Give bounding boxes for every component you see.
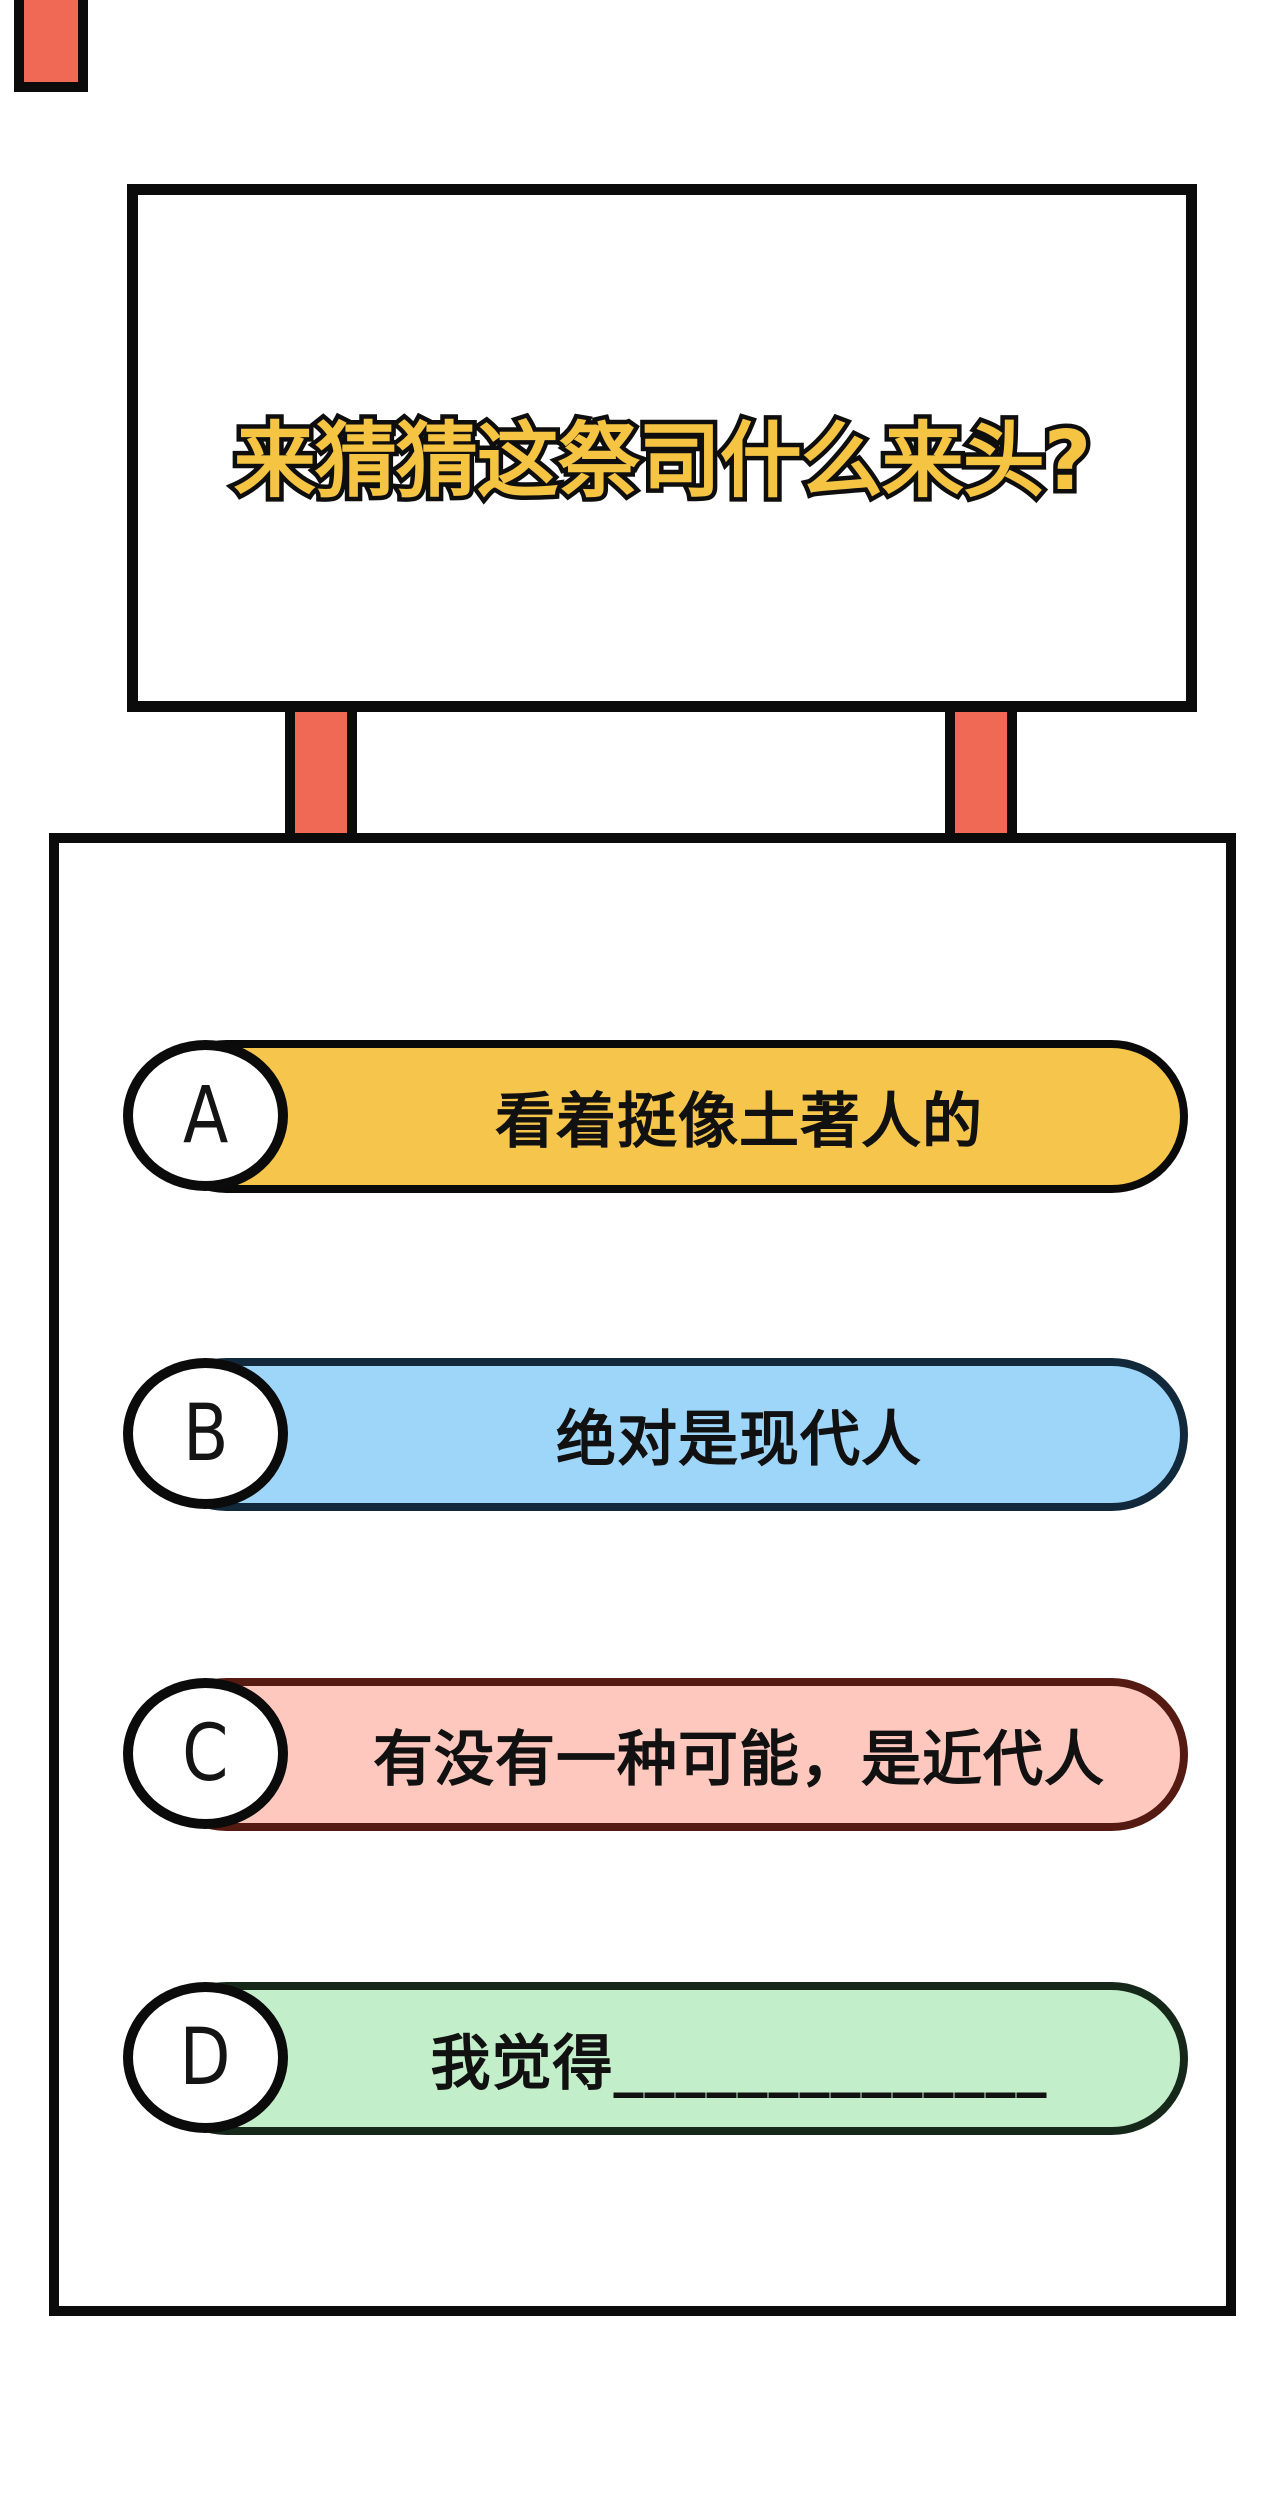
sign-post-left bbox=[285, 706, 357, 838]
option-c-badge: C bbox=[123, 1678, 288, 1829]
option-b-text: 绝对是现代人 bbox=[556, 1405, 922, 1475]
option-c-pill bbox=[150, 1678, 1188, 1831]
question-sign-board: 来猜猜这祭司什么来头? bbox=[127, 184, 1197, 712]
option-a-badge: A bbox=[123, 1040, 288, 1191]
option-a-pill bbox=[150, 1040, 1188, 1193]
option-b-letter: B bbox=[182, 1388, 229, 1479]
option-d-pill bbox=[150, 1982, 1188, 2135]
option-b-badge: B bbox=[123, 1358, 288, 1509]
option-a[interactable]: 看着挺像土著人的 A bbox=[123, 1040, 1188, 1193]
option-a-text: 看着挺像土著人的 bbox=[495, 1087, 983, 1157]
top-left-post-stub bbox=[14, 0, 88, 92]
option-b-pill bbox=[150, 1358, 1188, 1511]
question-title: 来猜猜这祭司什么来头? bbox=[229, 412, 1096, 511]
option-c-letter: C bbox=[182, 1708, 229, 1799]
option-b[interactable]: 绝对是现代人 B bbox=[123, 1358, 1188, 1511]
options-box: 看着挺像土著人的 A 绝对是现代人 B 有没有一种可能，是近代人 C 我觉得__… bbox=[49, 833, 1236, 2316]
sign-post-right bbox=[945, 706, 1017, 838]
option-d-text: 我觉得______________ bbox=[430, 2029, 1048, 2099]
option-d[interactable]: 我觉得______________ D bbox=[123, 1982, 1188, 2135]
option-a-letter: A bbox=[182, 1070, 229, 1161]
option-d-letter: D bbox=[179, 2012, 232, 2103]
option-d-badge: D bbox=[123, 1982, 288, 2133]
option-c-text: 有没有一种可能，是近代人 bbox=[373, 1725, 1105, 1795]
option-c[interactable]: 有没有一种可能，是近代人 C bbox=[123, 1678, 1188, 1831]
